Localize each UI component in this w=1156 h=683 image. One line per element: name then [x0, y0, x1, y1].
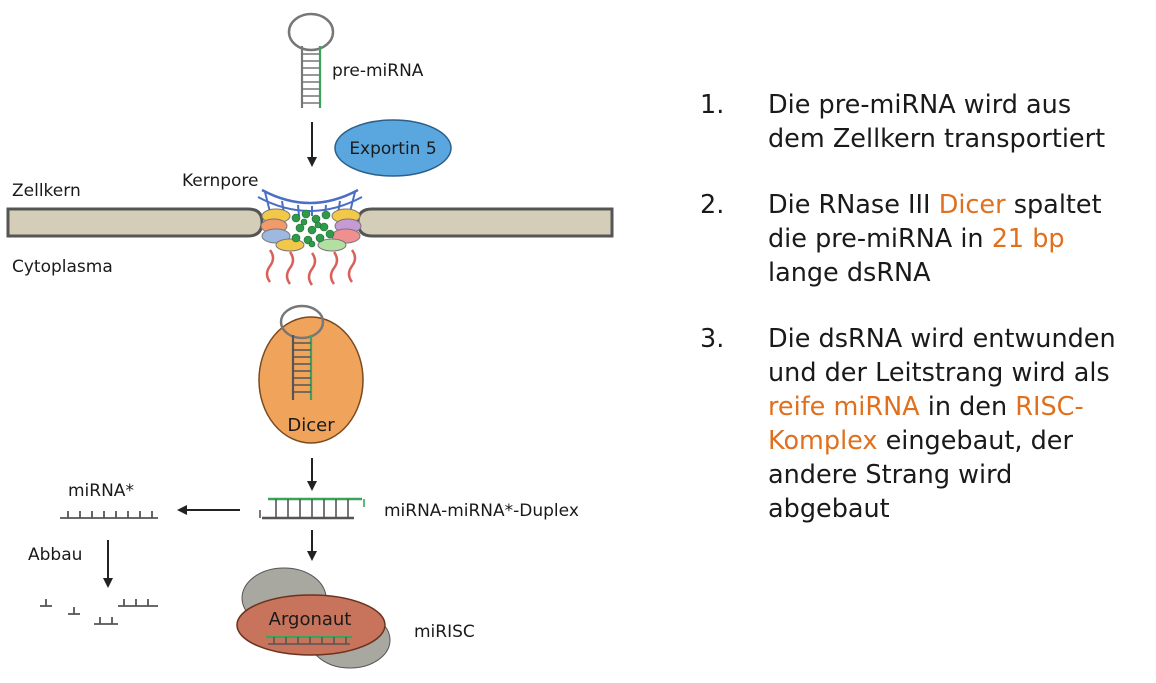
- argonaut-label: Argonaut: [269, 609, 352, 630]
- exportin-5-label: Exportin 5: [349, 139, 436, 159]
- mirisc-complex: [236, 567, 391, 669]
- step-2-line-1: Die RNase III Dicer spaltet: [768, 188, 1156, 222]
- pre-mirna-label: pre-miRNA: [332, 61, 424, 81]
- step-3-line-5: andere Strang wird: [768, 460, 1013, 490]
- mature-mirna-highlight: reife miRNA: [768, 392, 920, 422]
- step-1: 1. Die pre-miRNA wird aus dem Zellkern t…: [700, 88, 1156, 156]
- step-2-number: 2.: [700, 190, 725, 220]
- dicer-bound-hairpin: [279, 304, 325, 400]
- nuclear-pore-complex: [257, 188, 363, 286]
- duplex-label: miRNA-miRNA*-Duplex: [384, 501, 579, 521]
- step-2-text: Die RNase III: [768, 190, 939, 220]
- pre-mirna-hairpin: [287, 12, 335, 108]
- mirna-star-strand: [60, 511, 158, 519]
- step-1-line-1: Die pre-miRNA wird aus: [768, 90, 1072, 120]
- mirna-processing-diagram: pre-miRNA Exportin 5 Zellkern Kernpore C…: [6, 12, 614, 669]
- step-3-line-1: Die dsRNA wird entwunden: [768, 324, 1116, 354]
- step-3-line-6: abgebaut: [768, 494, 890, 524]
- step-3-text: in den: [919, 392, 1016, 422]
- step-2-line-3: lange dsRNA: [768, 258, 931, 288]
- mirna-star-label: miRNA*: [68, 481, 134, 501]
- nuclear-membrane: [6, 207, 614, 238]
- mirisc-label: miRISC: [414, 622, 475, 642]
- step-3: 3. Die dsRNA wird entwunden und der Leit…: [700, 322, 1156, 526]
- abbau-label: Abbau: [28, 545, 82, 565]
- step-2-line-2: die pre-miRNA in 21 bp: [768, 222, 1156, 256]
- step-2: 2. Die RNase III Dicer spaltet die pre-m…: [700, 188, 1156, 290]
- step-2-text: die pre-miRNA in: [768, 224, 992, 254]
- exportin-5-protein: [334, 119, 452, 177]
- step-1-line-2: dem Zellkern transportiert: [768, 124, 1106, 154]
- step-3-line-2: und der Leitstrang wird als: [768, 358, 1110, 388]
- step-3-text: eingebaut, der: [877, 426, 1073, 456]
- mirna-duplex: [259, 497, 365, 520]
- step-1-number: 1.: [700, 90, 725, 120]
- dicer-highlight: Dicer: [938, 190, 1006, 220]
- zellkern-label: Zellkern: [12, 181, 81, 201]
- cytoplasma-label: Cytoplasma: [12, 257, 113, 277]
- kernpore-label: Kernpore: [182, 171, 259, 191]
- step-3-line-4: Komplex eingebaut, der: [768, 424, 1156, 458]
- risc-highlight: RISC-: [1015, 392, 1084, 422]
- degraded-fragments: [40, 599, 158, 625]
- step-3-line-3: reife miRNA in den RISC-: [768, 390, 1156, 424]
- step-3-number: 3.: [700, 324, 725, 354]
- komplex-highlight: Komplex: [768, 426, 878, 456]
- step-2-text: spaltet: [1005, 190, 1102, 220]
- 21bp-highlight: 21 bp: [991, 224, 1065, 254]
- process-steps-list: 1. Die pre-miRNA wird aus dem Zellkern t…: [700, 88, 1156, 526]
- dicer-label: Dicer: [287, 415, 335, 436]
